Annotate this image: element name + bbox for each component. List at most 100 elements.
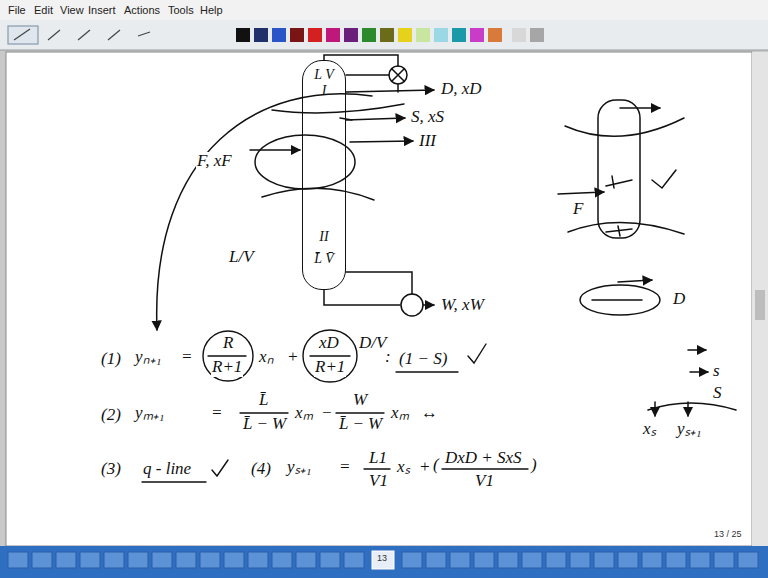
sketch-stroke [108, 30, 120, 40]
column-sketch [157, 55, 434, 330]
sketch-stroke [346, 118, 405, 120]
sketch-stroke [392, 69, 404, 81]
sketch-stroke [290, 28, 304, 42]
sketch-stroke [152, 552, 172, 568]
sketch-stroke [396, 371, 458, 372]
menu-item: Edit [34, 4, 53, 16]
sketch-stroke [80, 552, 100, 568]
sketch-stroke [688, 349, 706, 351]
sketch-stroke [620, 107, 660, 109]
sketch-stroke [423, 304, 434, 306]
sketch-stroke [666, 552, 686, 568]
scrollbar [752, 52, 768, 546]
menu-item: View [60, 4, 84, 16]
denominator: R+1 [314, 358, 346, 377]
sketch-stroke [324, 55, 398, 66]
sketch-stroke [530, 28, 544, 42]
variable: xₛ [396, 458, 411, 477]
factor: D/V [358, 334, 387, 353]
stream-label: W, xW [440, 296, 485, 315]
sketch-stroke [380, 28, 394, 42]
menu-bar [0, 0, 768, 20]
sketch-stroke [128, 552, 148, 568]
menu-item: Insert [88, 4, 116, 16]
page-bar [0, 546, 768, 578]
sketch-stroke [296, 552, 316, 568]
sketch-stroke [0, 50, 768, 51]
variable: yₛ₊₁ [676, 420, 702, 439]
sketch-stroke [426, 552, 446, 568]
sketch-stroke [452, 28, 466, 42]
operator: ) [530, 456, 538, 475]
menu-item: File [8, 4, 26, 16]
variable: yₘ₊₁ [134, 404, 165, 423]
sketch-stroke [346, 272, 412, 294]
sketch-stroke [176, 552, 196, 568]
sketch-stroke [272, 28, 286, 42]
operator: ↔ [420, 404, 439, 423]
note: L/V [228, 248, 255, 267]
sketch-stroke [203, 331, 253, 381]
sketch-stroke [546, 552, 566, 568]
sketch-stroke [324, 290, 400, 305]
sketch-stroke [687, 402, 689, 416]
sketch-stroke [344, 552, 364, 568]
tool-icons [8, 26, 150, 44]
sketch-stroke [56, 552, 76, 568]
page-thumbs [8, 551, 758, 569]
operator: ( [432, 456, 440, 475]
sketch-stroke [250, 149, 300, 151]
sketch-stroke [434, 28, 448, 42]
sketch-stroke [157, 94, 372, 330]
sketch-stroke [714, 552, 734, 568]
sketch-stroke [568, 222, 684, 234]
sketch-stroke [522, 552, 542, 568]
stream-label: S, xS [410, 108, 445, 127]
sketch-stroke [690, 371, 708, 373]
sketch-stroke [32, 552, 52, 568]
sketch-stroke [78, 30, 90, 40]
sketch-stroke [326, 28, 340, 42]
sketch-stroke [340, 118, 352, 120]
equation-number: (3) [100, 460, 122, 479]
sketch-stroke [336, 412, 384, 413]
sketch-stroke [498, 552, 518, 568]
stream-label: S [712, 384, 723, 403]
sketch-stroke [642, 552, 662, 568]
sketch-stroke [592, 299, 642, 301]
sketch-stroke [598, 100, 640, 238]
note: q - line [142, 460, 192, 479]
sketch-stroke [470, 28, 484, 42]
sketch-stroke [606, 226, 632, 236]
stream-label: D [672, 290, 686, 309]
toolbar [0, 20, 768, 50]
sketch-stroke [402, 552, 422, 568]
numerator: W [352, 391, 368, 410]
sketch-stroke [618, 280, 652, 282]
sketch-stroke [389, 66, 407, 84]
denominator: V1 [474, 472, 495, 491]
sketch-stroke [272, 552, 292, 568]
sketch-stroke [606, 176, 632, 188]
sketch-stroke [212, 460, 228, 476]
sketch-stroke [362, 28, 376, 42]
stream-label: F, xF [196, 152, 233, 171]
sketch-stroke [48, 30, 60, 40]
equation-number: (2) [100, 406, 122, 425]
numerator: xD [318, 334, 340, 353]
denominator: V1 [368, 472, 389, 491]
sketch-stroke [208, 355, 246, 356]
sketch-stroke [104, 552, 124, 568]
variable: xₘ [390, 404, 410, 423]
denominator: L̄ − W [242, 415, 287, 434]
sketch-stroke [350, 141, 413, 142]
sketch-stroke [755, 290, 765, 320]
sketch-stroke [618, 552, 638, 568]
variable: yₙ₊₁ [134, 348, 162, 367]
sketch-stroke [474, 552, 494, 568]
variable: xₙ [258, 348, 275, 367]
sketch-stroke [570, 552, 590, 568]
operator: = [338, 458, 351, 477]
operator: − [320, 404, 333, 423]
